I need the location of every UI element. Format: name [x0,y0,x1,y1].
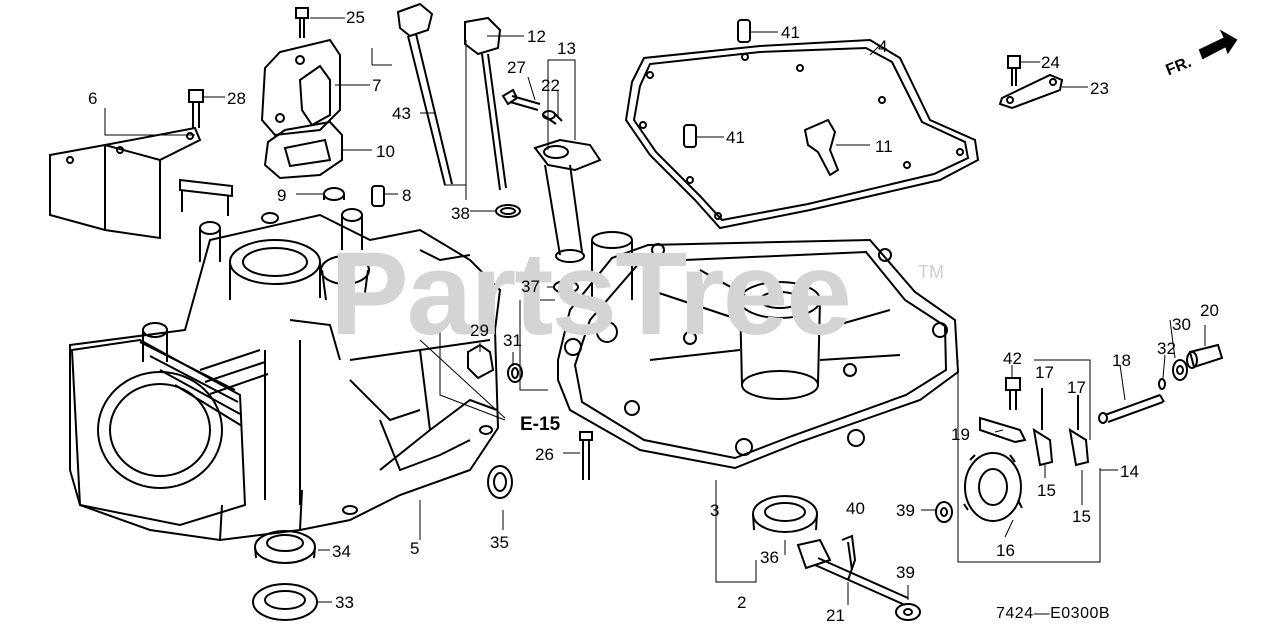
callout-2[interactable]: 2 [737,593,747,612]
bearing-33-part[interactable] [253,584,317,620]
callout-13[interactable]: 13 [557,39,576,58]
bolt-26-part[interactable] [580,432,592,480]
bearing-34-part[interactable] [255,531,315,563]
callout-38[interactable]: 38 [451,204,470,223]
oil-cap-12-part[interactable] [465,18,506,190]
callout-18[interactable]: 18 [1112,351,1131,370]
weights-17-part[interactable] [1034,388,1088,465]
callout-20[interactable]: 20 [1200,301,1219,320]
callout-26[interactable]: 26 [535,445,554,464]
callout-25[interactable]: 25 [346,8,365,27]
plate-19-part[interactable] [980,418,1025,442]
callout-31[interactable]: 31 [503,331,522,350]
bolt-27-part[interactable] [503,90,540,110]
cylinder-block-part[interactable] [70,180,500,540]
callout-29[interactable]: 29 [470,321,489,340]
pin-22-part[interactable] [543,111,562,124]
bolt-24-part[interactable] [1008,56,1020,86]
callout-11[interactable]: 11 [875,137,893,156]
callout-15-upper[interactable]: 15 [1037,481,1056,500]
callout-6[interactable]: 6 [88,89,98,108]
callout-14[interactable]: 14 [1120,462,1139,481]
governor-gear-16-part[interactable] [964,453,1022,521]
callout-35[interactable]: 35 [490,533,509,552]
callout-7[interactable]: 7 [372,76,382,95]
dowel-41-mid-part[interactable] [684,125,696,147]
callout-8[interactable]: 8 [402,186,412,205]
seal-36-part[interactable] [753,496,817,532]
fr-arrow-icon [1200,32,1236,58]
callout-36[interactable]: 36 [760,548,779,567]
clip-32-part[interactable] [1159,379,1165,389]
governor-arm-11-part[interactable] [805,120,838,175]
callout-30[interactable]: 30 [1172,315,1191,334]
callout-27[interactable]: 27 [507,58,526,77]
callout-17-left[interactable]: 17 [1035,363,1054,382]
bolt-42-part[interactable] [1006,378,1020,410]
bolt-25-part[interactable] [296,8,308,38]
washer-30-part[interactable] [1173,360,1187,380]
callout-43[interactable]: 43 [392,104,411,123]
callout-12[interactable]: 12 [527,27,546,46]
callout-42[interactable]: 42 [1003,349,1022,368]
dowel-41-top-part[interactable] [738,20,750,42]
holder-20-part[interactable] [1187,345,1222,368]
callout-10[interactable]: 10 [376,142,395,161]
pin-40-part[interactable] [842,536,855,580]
washer-39-bottom-part[interactable] [896,604,920,620]
callout-34[interactable]: 34 [332,542,351,561]
callout-24[interactable]: 24 [1041,53,1060,72]
callout-32[interactable]: 32 [1157,339,1176,358]
dipstick-43-part[interactable] [398,4,452,185]
callout-39-right[interactable]: 39 [896,501,915,520]
callout-39-bottom[interactable]: 39 [896,563,915,582]
watermark-trademark: TM [918,262,944,282]
callout-3[interactable]: 3 [710,501,720,520]
callout-5[interactable]: 5 [410,539,420,558]
callout-15-lower[interactable]: 15 [1072,507,1091,526]
callout-16[interactable]: 16 [996,541,1015,560]
callout-9[interactable]: 9 [277,186,287,205]
shaft-21-part[interactable] [798,540,908,605]
breather-cover-7-part[interactable] [262,40,340,135]
e15-leader [420,340,505,418]
washer-31-part[interactable] [508,364,522,382]
washer-39-right-part[interactable] [936,502,952,522]
watermark: PartsTree [330,228,852,360]
callout-41-mid[interactable]: 41 [726,128,745,147]
plate-23-part[interactable] [1000,75,1062,108]
leader-lines [105,18,1205,605]
pin-8-part[interactable] [372,186,384,206]
callout-19[interactable]: 19 [951,425,970,444]
diagram-code: 7424—E0300B [996,605,1111,622]
callout-28[interactable]: 28 [227,89,246,108]
callout-23[interactable]: 23 [1090,79,1109,98]
gasket-10-part[interactable] [265,122,342,178]
callout-22[interactable]: 22 [541,76,560,95]
callout-37[interactable]: 37 [521,277,540,296]
plug-9-part[interactable] [324,188,344,200]
callout-4[interactable]: 4 [878,37,888,56]
bracket-6-part[interactable] [50,128,200,238]
oring-38-part[interactable] [496,205,520,217]
callout-40[interactable]: 40 [846,499,865,518]
shaft-18-part[interactable] [1099,395,1164,423]
oil-filler-tube-13-part[interactable] [535,140,600,262]
bolt-28-part[interactable] [189,90,203,128]
callout-41[interactable]: 41 [781,23,800,42]
reference-e15[interactable]: E-15 [520,414,561,435]
callout-17-right[interactable]: 17 [1067,378,1086,397]
callout-21[interactable]: 21 [826,606,845,625]
gasket-part[interactable] [626,40,978,228]
seal-35-part[interactable] [488,466,512,498]
callout-33[interactable]: 33 [335,593,354,612]
